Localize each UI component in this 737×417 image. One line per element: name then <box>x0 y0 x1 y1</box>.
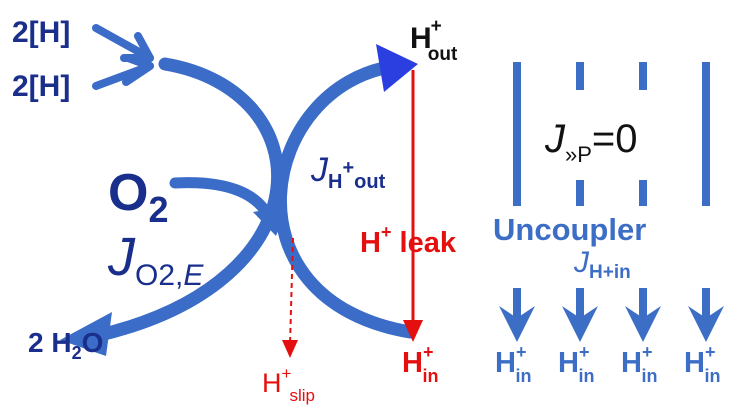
proton-leak-arrowhead <box>403 320 423 342</box>
jp-label: J»P=0 <box>544 117 638 167</box>
hydrogen-input-bottom-arrowhead <box>122 54 154 86</box>
hydrogen-input-top-label: 2[H] <box>12 16 70 49</box>
uncoupler-arrowhead-3 <box>625 306 661 342</box>
h-in-label: H+in <box>402 342 438 386</box>
proton-slip-arrowhead <box>282 340 298 358</box>
proton-pumping-arc <box>274 59 417 339</box>
uncoupler-flux-label: JH+in <box>573 246 631 283</box>
uncoupler-arrowhead-1 <box>499 306 535 342</box>
h-in-uncoupler-2: H+in <box>558 342 594 386</box>
hydrogen-input-top-arrow <box>92 24 154 62</box>
jp-panel <box>527 90 660 180</box>
oxygen-label: O2 <box>108 164 168 230</box>
uncoupler-panel <box>484 206 720 288</box>
h-slip-label: H+slip <box>262 364 315 405</box>
proton-pumping-flux-label: JH+out <box>310 151 386 193</box>
uncoupler-label: Uncoupler <box>493 212 646 247</box>
proton-pumping-arrowhead <box>376 44 418 92</box>
proton-leak-label: H+ leak <box>360 222 457 259</box>
h-in-uncoupler-1: H+in <box>495 342 531 386</box>
uncoupler-arrowhead-4 <box>688 306 724 342</box>
water-arrowhead <box>60 312 112 356</box>
water-label: 2 H2O <box>28 327 103 363</box>
h-in-uncoupler-4: H+in <box>684 342 720 386</box>
h-out-label: H+out <box>410 16 458 65</box>
oxygen-flux-label: JO2,E <box>107 227 204 292</box>
hydrogen-input-bottom-label: 2[H] <box>12 70 70 103</box>
uncoupler-arrowhead-2 <box>562 306 598 342</box>
h-in-uncoupler-3: H+in <box>621 342 657 386</box>
